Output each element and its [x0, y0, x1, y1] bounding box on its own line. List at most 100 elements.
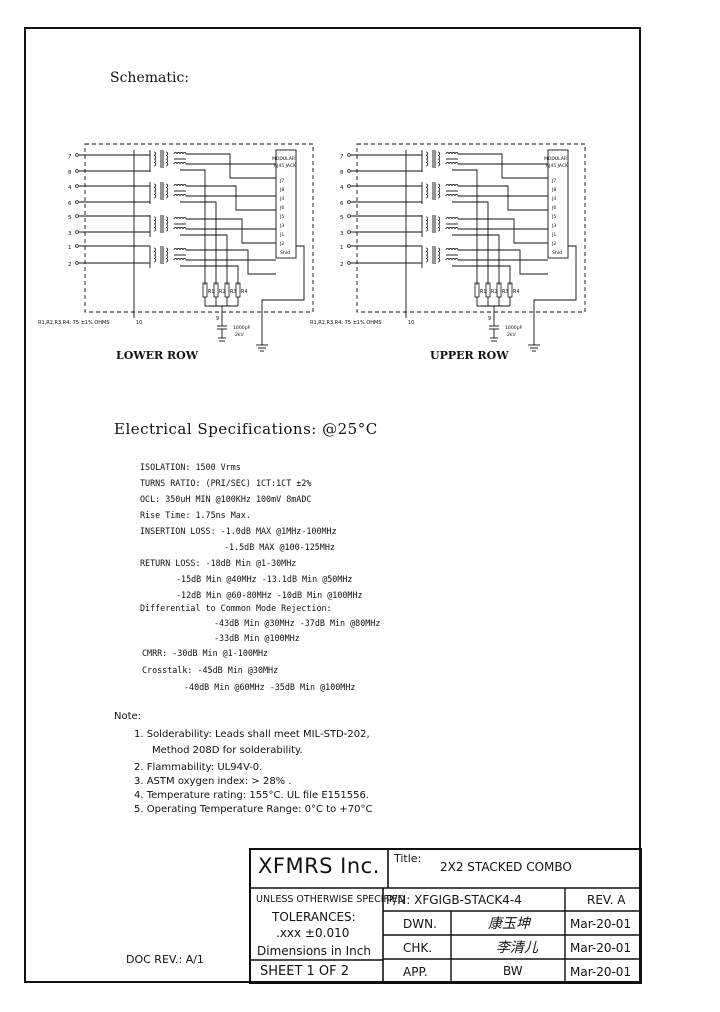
drawn-date: Mar-20-01 — [570, 917, 632, 931]
pin-number: 3 — [68, 231, 72, 237]
secondary-wire — [186, 185, 276, 211]
spec-line: RETURN LOSS: -18dB Min @1-30MHz — [140, 558, 297, 568]
jack-pin-label: J1 — [551, 232, 556, 238]
jack-pin-label: J8 — [279, 187, 284, 193]
jack-pin-label: J1 — [279, 232, 284, 238]
pin-terminal — [75, 214, 79, 218]
transformer-winding — [445, 184, 459, 187]
spec-line: Crosstalk: -45dB Min @30MHz — [142, 665, 279, 675]
pin-terminal — [75, 261, 79, 265]
jack-title: RJ45 JACK — [546, 163, 569, 169]
spec-line: -1.5dB MAX @100-125MHz — [224, 542, 335, 552]
pin-number: 8 — [340, 170, 344, 176]
pin-terminal — [347, 200, 351, 204]
jack-pin-label: J7 — [551, 178, 556, 184]
transformer-winding — [425, 247, 429, 263]
jack-title: MODULAR — [544, 156, 567, 162]
jack-pin-label: J7 — [279, 178, 284, 184]
pin-number: 4 — [340, 185, 344, 191]
jack-pin-label: J4 — [551, 196, 556, 202]
module-outline — [84, 143, 314, 313]
jack-pin-label: J6 — [279, 205, 284, 211]
note-item: 4. Temperature rating: 155°C. UL file E1… — [134, 790, 369, 801]
capacitor-voltage: 2kV — [507, 332, 517, 338]
drawing-title: 2X2 STACKED COMBO — [440, 860, 572, 874]
transformer-winding — [173, 184, 187, 187]
spec-line: -12dB Min @60-80MHz -10dB Min @100MHz — [176, 590, 363, 600]
pin-terminal — [75, 200, 79, 204]
pin-terminal — [347, 214, 351, 218]
spec-line: -15dB Min @40MHz -13.1dB Min @50MHz — [176, 574, 353, 584]
spec-line: Differential to Common Mode Rejection: — [140, 603, 332, 613]
pin-number: 1 — [68, 245, 72, 251]
note-item: 1. Solderability: Leads shall meet MIL-S… — [134, 729, 370, 740]
pin-number: 4 — [68, 185, 72, 191]
revision: REV. A — [587, 893, 626, 907]
approved-date: Mar-20-01 — [570, 965, 632, 979]
pin-terminal — [347, 153, 351, 157]
transformer-winding — [165, 216, 169, 232]
title-label: Title: — [394, 852, 422, 865]
transformer-winding — [173, 194, 187, 197]
transformer-winding — [173, 258, 187, 261]
center-tap-wire — [180, 265, 239, 285]
rj45-jack — [547, 149, 569, 259]
jack-pin-label: J4 — [279, 196, 284, 202]
resistor-label: R3 — [230, 289, 236, 295]
pin-terminal — [75, 169, 79, 173]
transformer-winding — [153, 151, 157, 167]
transformer-winding — [173, 227, 187, 230]
resistor-note: R1,R2,R3,R4: 75 ±1% OHMS — [310, 320, 382, 326]
resistor-label: R1 — [480, 289, 486, 295]
transformer-winding — [165, 183, 169, 199]
secondary-wire — [186, 218, 276, 244]
transformer-winding — [425, 151, 429, 167]
resistor-label: R4 — [241, 289, 247, 295]
resistor-label: R3 — [502, 289, 508, 295]
approved-by-name: BW — [503, 964, 523, 978]
pin-number: 6 — [68, 201, 72, 207]
schematic-heading: Schematic: — [110, 70, 190, 86]
jack-pin-label: J6 — [551, 205, 556, 211]
pin-number: 9 — [216, 316, 219, 322]
pin-terminal — [75, 153, 79, 157]
transformer-winding — [173, 248, 187, 251]
secondary-wire — [458, 185, 548, 211]
pin-terminal — [347, 169, 351, 173]
transformer-winding — [153, 183, 157, 199]
spec-line: -33dB Min @100MHz — [214, 633, 300, 643]
pin-terminal — [347, 261, 351, 265]
jack-pin-label: J5 — [551, 214, 556, 220]
transformer-winding — [437, 216, 441, 232]
tolerances-label: TOLERANCES: — [272, 910, 356, 924]
transformer-winding — [425, 216, 429, 232]
transformer-winding — [445, 152, 459, 155]
pin-terminal — [347, 184, 351, 188]
resistor-label: R2 — [219, 289, 225, 295]
transformer-winding — [445, 217, 459, 220]
spec-line: INSERTION LOSS: -1.0dB MAX @1MHz-100MHz — [140, 526, 337, 536]
spec-line: CMRR: -30dB Min @1-100MHz — [142, 648, 269, 658]
jack-pin-label: Shld — [280, 250, 290, 256]
checked-by-signature: 李清儿 — [496, 940, 538, 956]
jack-pin-label: J5 — [279, 214, 284, 220]
spec-line: OCL: 350uH MIN @100KHz 100mV 8mADC — [140, 494, 312, 504]
pin-terminal — [75, 230, 79, 234]
secondary-wire — [458, 249, 548, 275]
transformer-winding — [445, 258, 459, 261]
pin-number: 7 — [68, 154, 72, 160]
pin-terminal — [347, 244, 351, 248]
doc-revision: DOC REV.: A/1 — [126, 953, 204, 966]
transformer-winding — [425, 183, 429, 199]
pin-number: 5 — [68, 215, 72, 221]
spec-line: Rise Time: 1.75ns Max. — [140, 510, 251, 520]
center-tap-wire — [452, 201, 489, 285]
spec-line: -40dB Min @60MHz -35dB Min @100MHz — [184, 682, 356, 692]
capacitor-value: 1000pF — [233, 325, 251, 331]
company-name: XFMRS Inc. — [258, 854, 380, 878]
secondary-wire — [186, 153, 276, 179]
spec-line: ISOLATION: 1500 Vrms — [140, 462, 241, 472]
